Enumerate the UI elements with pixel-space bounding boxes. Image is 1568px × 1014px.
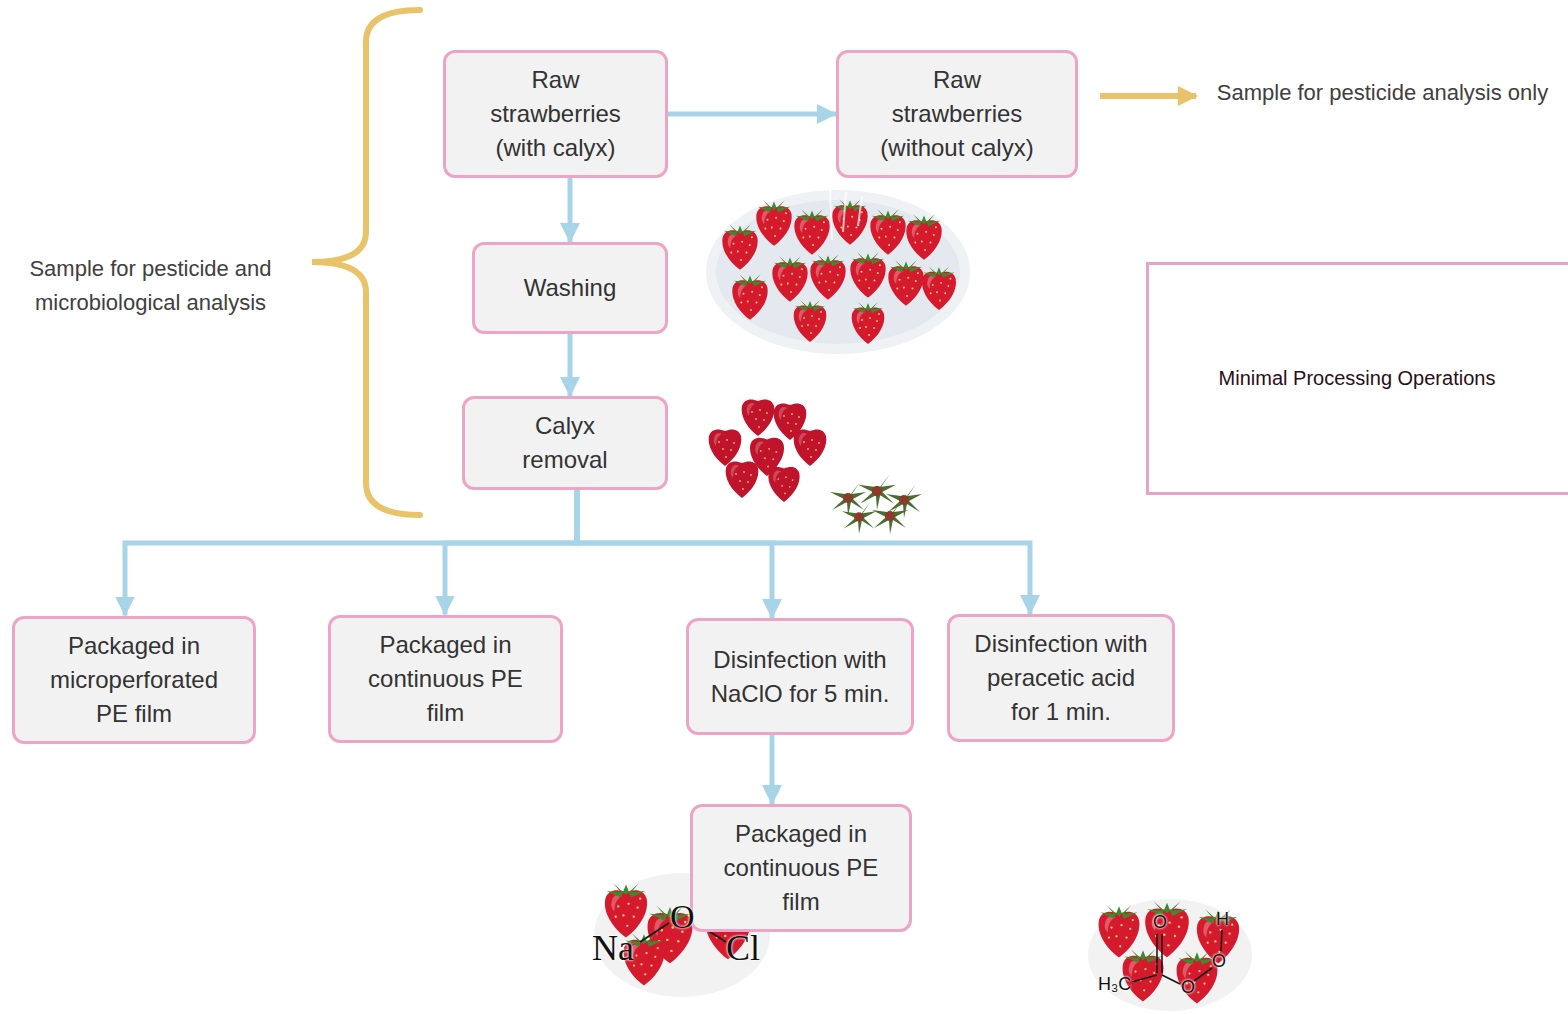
connector-arrow [577, 490, 1030, 614]
box-text: Disinfection with NaClO for 5 min. [710, 643, 890, 711]
connector-arrow [770, 735, 775, 804]
process-box: Disinfection with peracetic acid for 1 m… [947, 614, 1175, 742]
connector-arrow [577, 490, 772, 618]
box-text: Packaged in continuous PE film [715, 817, 887, 919]
peracetic-strawberries [1088, 899, 1252, 1011]
washing-photo [706, 190, 970, 354]
process-box: Washing [472, 242, 668, 334]
chemical-symbol: Cl [726, 930, 760, 966]
connector-arrow [445, 490, 577, 615]
connector-arrow [568, 334, 573, 396]
process-box: Disinfection with NaClO for 5 min. [686, 618, 914, 735]
process-box: Calyx removal [462, 396, 668, 490]
chemical-symbol: H₃C [1098, 975, 1131, 993]
hulled-strawberries [709, 399, 827, 502]
connector-arrow [568, 178, 573, 242]
box-text: Raw strawberries (with calyx) [476, 63, 636, 165]
annotation-text: Sample for pesticide and microbiological… [8, 252, 293, 320]
diagram-title: Minimal Processing Operations [1158, 262, 1556, 495]
note-arrow [1100, 93, 1196, 99]
box-text: Packaged in continuous PE film [355, 628, 537, 730]
annotation-text: Sample for pesticide analysis only [1205, 76, 1560, 110]
chemical-symbol: O [1212, 952, 1226, 970]
box-text: Packaged in microperforated PE film [31, 629, 237, 731]
process-box: Packaged in continuous PE film [328, 615, 563, 743]
box-text: Disinfection with peracetic acid for 1 m… [970, 627, 1152, 729]
process-box: Raw strawberries (without calyx) [836, 50, 1078, 178]
calyx-pile [830, 474, 922, 534]
box-text: Washing [524, 271, 616, 305]
connector-arrow [668, 112, 836, 117]
chemical-symbol: O [670, 900, 695, 934]
box-text: Raw strawberries (without calyx) [866, 63, 1048, 165]
chemical-symbol: O [1181, 978, 1195, 996]
chemical-symbol: O [1153, 913, 1167, 931]
process-box: Packaged in continuous PE film [690, 804, 912, 932]
box-text: Calyx removal [509, 409, 621, 477]
bracket [312, 10, 420, 515]
process-box: Packaged in microperforated PE film [12, 616, 256, 744]
chemical-symbol: H [1216, 910, 1229, 928]
connector-arrow [125, 490, 577, 616]
chemical-symbol: Na [592, 930, 634, 966]
process-box: Raw strawberries (with calyx) [443, 50, 668, 178]
